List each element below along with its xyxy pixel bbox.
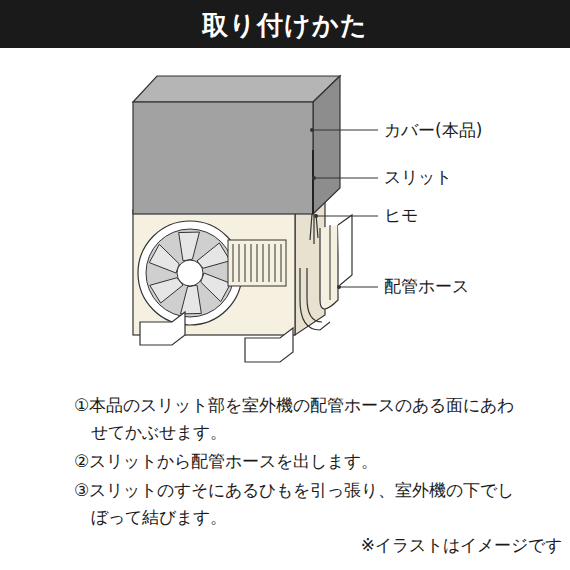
part-label: ヒモ <box>382 204 420 227</box>
grille-slit <box>281 244 282 282</box>
grille-slit <box>251 244 252 282</box>
grille-slit <box>263 244 264 282</box>
part-label: カバー(本品) <box>382 119 484 142</box>
fan-blade <box>197 243 230 268</box>
fan-blade <box>179 232 200 261</box>
grille-slit <box>269 244 270 282</box>
grille-slit <box>239 244 240 282</box>
fan-blade <box>201 273 231 302</box>
instruction-step: ①本品のスリット部を室外機の配管ホースのある面にあわせてかぶせます。 <box>74 392 531 446</box>
fan-blade <box>181 285 202 314</box>
instruction-step: ③スリットのすそにあるひもを引っ張り、室外機の下でしぼって結びます。 <box>74 477 531 531</box>
fan-blade <box>150 278 183 303</box>
part-label: スリット <box>382 166 454 189</box>
note: ※イラストはイメージです <box>361 534 562 557</box>
grille-slit <box>233 244 234 282</box>
part-label: 配管ホース <box>382 275 471 298</box>
grille-slit <box>257 244 258 282</box>
fan-blade <box>149 244 179 273</box>
title: 取り付けかた <box>0 8 570 43</box>
instruction-step: ②スリットから配管ホースを出します。 <box>74 448 531 475</box>
grille-slit <box>245 244 246 282</box>
grille-slit <box>275 244 276 282</box>
